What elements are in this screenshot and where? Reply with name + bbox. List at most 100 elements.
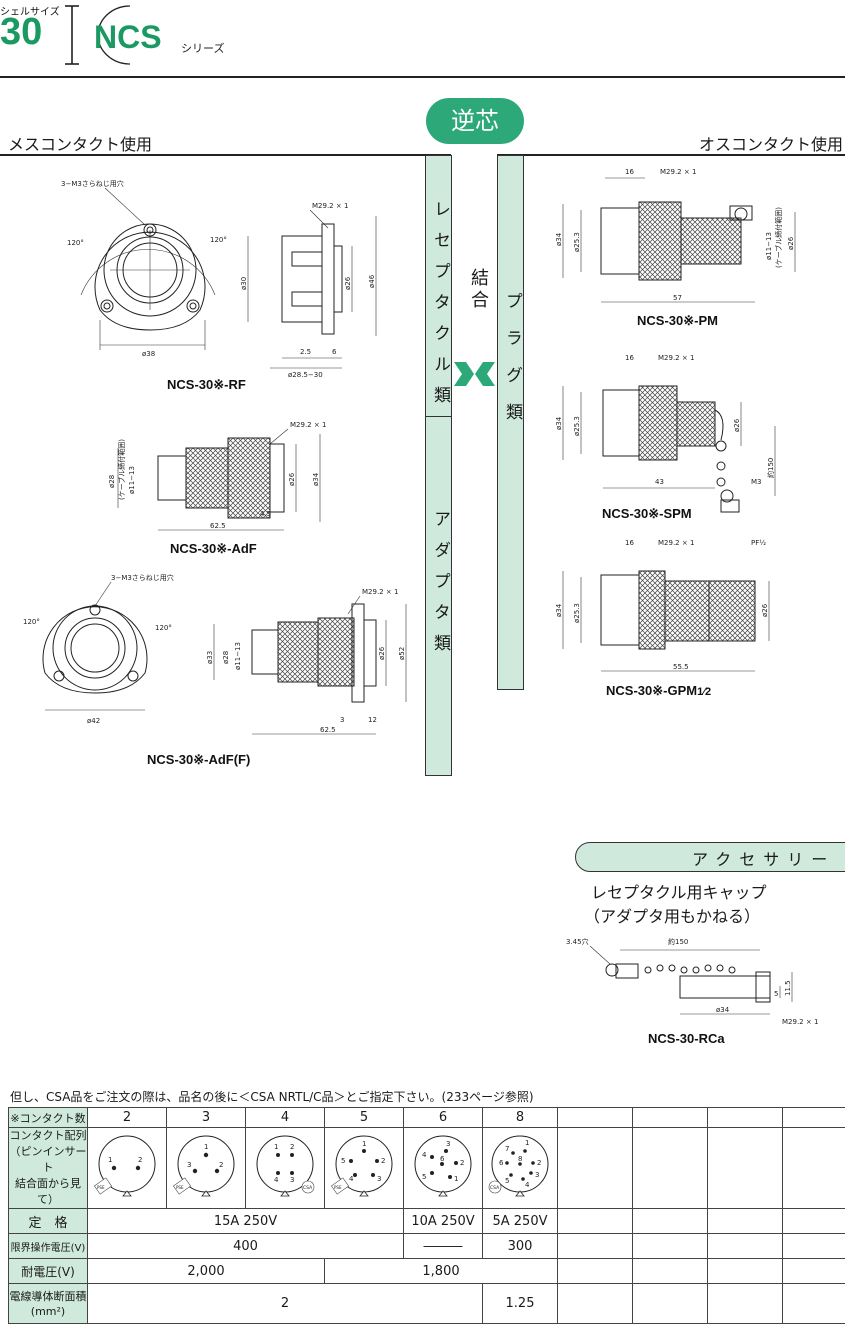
rating-10a: 10A 250V xyxy=(404,1209,483,1234)
p5-n5: 5 xyxy=(341,1157,345,1165)
layout-8-diagram: 1 2 3 4 5 6 7 8 CSA xyxy=(487,1133,553,1199)
p2-n1: 1 xyxy=(108,1156,112,1164)
series-name: NCS xyxy=(94,20,162,54)
adf-f-dim-33: ø33 xyxy=(206,651,214,664)
receptacle-column-label: レセプタクル類 xyxy=(428,200,453,417)
pm-dim-57: 57 xyxy=(673,294,682,302)
reverse-core-badge: 逆芯 xyxy=(426,98,524,144)
pm-model-label: NCS-30※-PM xyxy=(637,313,718,329)
adf-f-front-view-drawing: 3−M3さらねじ用穴 120° 120° ø42 xyxy=(15,568,200,733)
adf-dim-62-5: 62.5 xyxy=(210,522,226,530)
adf-f-angle-right: 120° xyxy=(155,624,172,632)
gpm-dim-25-3: ø25.3 xyxy=(573,603,581,623)
adf-f-model-label: NCS-30※-AdF(F) xyxy=(147,752,250,768)
spm-dim-150: 約150 xyxy=(766,458,775,478)
layout-5-diagram: 1 2 3 4 5 PSE xyxy=(331,1133,397,1199)
p6-n3: 3 xyxy=(446,1140,450,1148)
adf-f-dim-11-13: ø11−13 xyxy=(234,642,242,670)
p8-n7: 7 xyxy=(505,1145,509,1153)
rating-15a: 15A 250V xyxy=(88,1209,404,1234)
rf-front-view-drawing: 3−M3さらねじ用穴 120° 120° ø38 xyxy=(55,170,240,365)
csa-note: 但し、CSA品をご注文の際は、品名の後に＜CSA NRTL/C品＞とご指定下さい… xyxy=(10,1088,534,1105)
rf-m3-hole-label: 3−M3さらねじ用穴 xyxy=(61,179,124,188)
area-1-25: 1.25 xyxy=(483,1284,558,1324)
gpm-dim-16: 16 xyxy=(625,539,634,547)
header-voltage: 限界操作電圧(V) xyxy=(9,1234,88,1259)
join-arrows-icon xyxy=(452,360,497,388)
p4-csa-badge: CSA xyxy=(303,1185,313,1191)
row-contacts: ※コンタクト数 2 3 4 5 6 8 xyxy=(9,1108,845,1128)
contacts-8: 8 xyxy=(483,1108,558,1128)
rf-dim-28-5: ø28.5−30 xyxy=(288,371,323,379)
p8-n8: 8 xyxy=(518,1155,522,1163)
layout-3-diagram: 1 2 3 PSE xyxy=(173,1133,239,1199)
adf-f-dim-62-5: 62.5 xyxy=(320,726,336,734)
rca-thread-label: M29.2 × 1 xyxy=(782,1018,818,1026)
p6-n2: 2 xyxy=(460,1159,464,1167)
p3-pse-badge: PSE xyxy=(176,1185,184,1190)
pm-dim-25-3: ø25.3 xyxy=(573,232,581,252)
p4-n2: 2 xyxy=(290,1143,294,1151)
p5-n2: 2 xyxy=(381,1157,385,1165)
layout-4-diagram: 1 2 3 4 CSA xyxy=(252,1133,318,1199)
gpm-model-label: NCS-30※-GPM1⁄2 xyxy=(606,683,711,699)
p6-n6: 6 xyxy=(440,1155,445,1163)
header-layout-line3: 結合面から見て） xyxy=(9,1176,87,1208)
pm-dim-11-13: ø11−13 xyxy=(765,232,773,260)
area-2: 2 xyxy=(88,1284,483,1324)
p8-n6: 6 xyxy=(499,1159,504,1167)
adf-model-label: NCS-30※-AdF xyxy=(170,541,257,557)
accessory-title-line2: （アダプタ用もかねる） xyxy=(584,903,760,927)
rca-dim-5: 5 xyxy=(774,990,778,998)
spm-dim-25-3: ø25.3 xyxy=(573,416,581,436)
heading-rule-left xyxy=(0,154,451,156)
gpm-thread-label: M29.2 × 1 xyxy=(658,539,694,547)
p4-n4: 4 xyxy=(274,1176,279,1184)
contacts-4: 4 xyxy=(246,1108,325,1128)
spm-dim-43: 43 xyxy=(655,478,664,486)
spm-m3-label: M3 xyxy=(751,478,762,486)
adf-drawing: M29.2 × 1 ø28 ø11−13 (ケーブル締付範囲) ø26 ø34 … xyxy=(98,418,348,538)
row-area: 電線導体断面積 (mm²) 2 1.25 xyxy=(9,1284,845,1324)
row-withstand: 耐電圧(V) 2,000 1,800 xyxy=(9,1259,845,1284)
p5-n1: 1 xyxy=(362,1140,366,1148)
shell-size-number: 30 xyxy=(0,12,42,52)
header-layout: コンタクト配列 （ピンインサート 結合面から見て） xyxy=(9,1128,88,1209)
p3-n1: 1 xyxy=(204,1143,208,1151)
rca-dim-11-5: 11.5 xyxy=(784,980,792,996)
adf-f-angle-left: 120° xyxy=(23,618,40,626)
rf-dim-30: ø30 xyxy=(240,277,248,290)
adf-f-dim-3: 3 xyxy=(340,716,344,724)
p5-pse-badge: PSE xyxy=(334,1185,342,1190)
pm-drawing: 16 M29.2 × 1 ø34 ø25.3 ø11−13 (ケーブル締付範囲)… xyxy=(545,162,845,312)
adf-dim-4-5: 4.5 xyxy=(260,510,271,518)
adf-f-side-view-drawing: M29.2 × 1 ø33 ø28 ø11−13 ø26 ø52 3 12 62… xyxy=(180,584,420,744)
spm-drawing: 16 M29.2 × 1 ø34 ø25.3 ø26 約150 M3 43 xyxy=(545,350,845,520)
right-heading: オスコンタクト使用 xyxy=(699,131,843,155)
spec-table: ※コンタクト数 2 3 4 5 6 8 コンタクト配列 （ピンインサート 結合面… xyxy=(8,1107,845,1324)
rf-angle-left: 120° xyxy=(67,239,84,247)
p5-n4: 4 xyxy=(349,1175,354,1183)
row-voltage: 限界操作電圧(V) 400 ――― 300 xyxy=(9,1234,845,1259)
gpm-dim-34: ø34 xyxy=(555,603,563,617)
adf-f-dim-12: 12 xyxy=(368,716,377,724)
p4-n1: 1 xyxy=(274,1143,278,1151)
join-label: 結合 xyxy=(465,268,491,312)
accessory-title-line1: レセプタクル用キャップ xyxy=(591,879,767,903)
contacts-5: 5 xyxy=(325,1108,404,1128)
rf-side-view-drawing: M29.2 × 1 ø30 ø26 ø46 2.5 6 ø28.5−30 xyxy=(240,196,390,381)
header-area-line2: (mm²) xyxy=(9,1304,87,1319)
rca-model-label: NCS-30-RCa xyxy=(648,1031,725,1046)
pm-dim-34: ø34 xyxy=(555,232,563,246)
rating-5a: 5A 250V xyxy=(483,1209,558,1234)
adapter-column-label: アダプタ類 xyxy=(428,510,453,665)
rf-model-label: NCS-30※-RF xyxy=(167,377,246,393)
header-rating: 定 格 xyxy=(9,1209,88,1234)
p8-n3: 3 xyxy=(535,1171,539,1179)
layout-6-pin: 1 2 3 4 5 6 xyxy=(404,1128,483,1209)
layout-6-diagram: 1 2 3 4 5 6 xyxy=(410,1133,476,1199)
pm-dim-26: ø26 xyxy=(787,236,795,250)
adf-dim-28: ø28 xyxy=(108,475,116,488)
rf-angle-right: 120° xyxy=(210,236,227,244)
gpm-dim-26: ø26 xyxy=(761,603,769,617)
